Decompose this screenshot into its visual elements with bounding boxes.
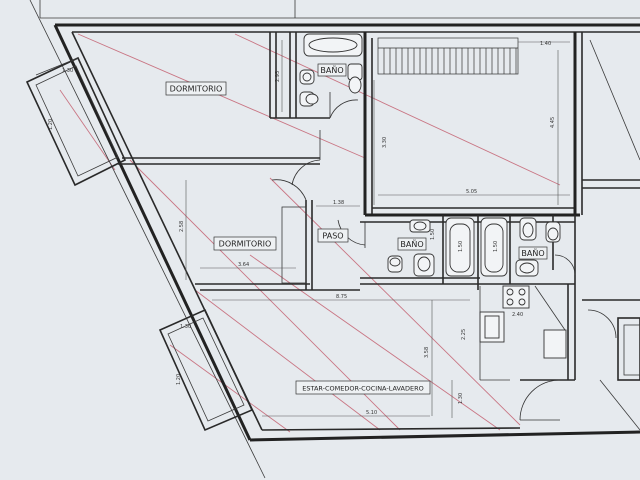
stair-width-label: 1.40 xyxy=(540,41,551,47)
bano-2-label: BAÑO xyxy=(400,239,423,249)
estar-width-label: 5.10 xyxy=(366,410,377,416)
stair-room-side-label: 3.30 xyxy=(382,137,388,148)
dormitorio-2-label: DORMITORIO xyxy=(219,240,272,249)
bano-3-fixtures xyxy=(515,217,561,277)
bano-3-bathtub xyxy=(480,217,508,277)
bano-2-bathtub xyxy=(445,217,475,277)
staircase xyxy=(373,37,570,205)
bath-a-label: 1.50 xyxy=(458,241,464,252)
balcony-2-width-label: 1.30 xyxy=(180,324,191,330)
paso-label: PASO xyxy=(322,232,343,241)
bath-c-label: 1.50 xyxy=(430,229,436,240)
dormitorio-1-label: DORMITORIO xyxy=(170,85,223,94)
kitchen-fixtures xyxy=(479,285,567,381)
estar-height-label: 3.58 xyxy=(424,347,430,358)
balcony-lower xyxy=(158,308,254,432)
paso-width-label: 1.38 xyxy=(333,200,344,206)
balcony-1-width-label: 1.30 xyxy=(62,68,73,74)
kitchen-height-label: 2.25 xyxy=(461,329,467,340)
stair-room-width-label: 5.05 xyxy=(466,189,477,195)
estar-total-label: 8.75 xyxy=(336,294,347,300)
dorm-2-height-label: 2.58 xyxy=(179,221,185,232)
balcony-upper xyxy=(25,56,127,187)
bano-1-label: BAÑO xyxy=(320,65,343,75)
right-side-elements xyxy=(582,299,640,431)
room-label-bano-2: BAÑO xyxy=(397,237,427,251)
room-label-paso: PASO xyxy=(317,228,349,243)
estar-label: ESTAR-COMEDOR-COCINA-LAVADERO xyxy=(302,385,423,393)
exterior-walls xyxy=(29,0,640,479)
room-label-bano-3: BAÑO xyxy=(518,246,548,260)
room-label-dormitorio-2: DORMITORIO xyxy=(213,236,277,251)
bano-1-height-label: 2.95 xyxy=(275,71,281,82)
dimension-lines xyxy=(185,180,470,418)
bath-b-label: 1.50 xyxy=(493,241,499,252)
balcony-1-height-label: 1.20 xyxy=(48,119,54,130)
balcony-2-height-label: 1.20 xyxy=(176,374,182,385)
dorm-2-width-label: 3.64 xyxy=(238,262,249,268)
kitchen-width-label: 2.40 xyxy=(512,312,523,318)
room-label-estar: ESTAR-COMEDOR-COCINA-LAVADERO xyxy=(295,380,431,395)
interior-walls xyxy=(118,32,640,381)
balcony-upper-dims: 1.30 1.20 1.30 1.20 xyxy=(48,68,191,385)
room-label-dormitorio-1: DORMITORIO xyxy=(165,81,227,96)
bano-1-fixtures xyxy=(281,33,363,112)
bano-2-fixtures xyxy=(387,219,435,277)
bano-3-label: BAÑO xyxy=(521,248,544,258)
estar-side-label: 1.30 xyxy=(458,393,464,404)
room-label-bano-1: BAÑO xyxy=(317,63,347,77)
stair-height-label: 4.45 xyxy=(550,117,556,128)
